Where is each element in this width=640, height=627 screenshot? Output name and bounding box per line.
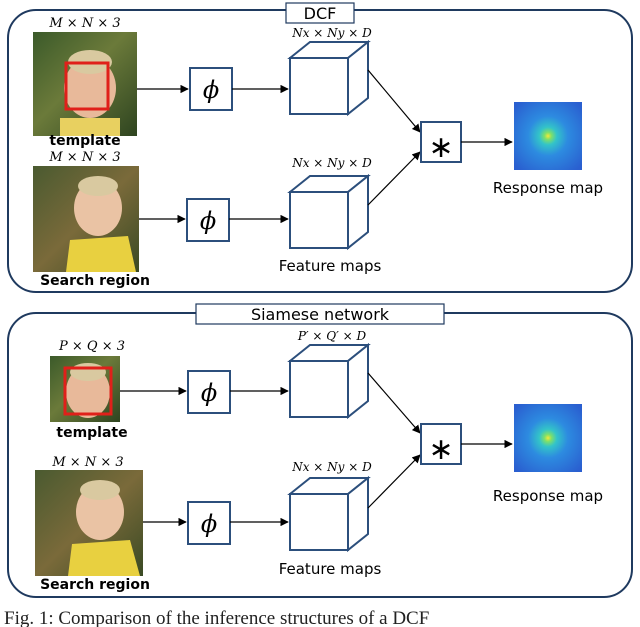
panel-dcf-title: DCF (304, 4, 337, 23)
siamese-arrow-cube-top-conv (367, 372, 421, 434)
siamese-feature-dims-top: P′ × Q′ × D (297, 329, 367, 343)
panel-siamese-title-box (195, 303, 445, 325)
dcf-template-box (64, 61, 110, 111)
siamese-conv-box (420, 423, 462, 465)
dcf-phi-bottom-label: ϕ (200, 207, 216, 235)
siamese-conv-label: ∗ (428, 432, 453, 467)
siamese-arrow-cube-bottom-conv (367, 454, 421, 509)
siamese-feature-dims-bottom: Nx × Ny × D (291, 460, 372, 474)
siamese-search-image (35, 470, 143, 576)
panel-siamese: Siamese network P × Q × 3 template M × N… (7, 303, 633, 598)
siamese-template-dims: P × Q × 3 (58, 339, 125, 354)
dcf-feature-dims-top: Nx × Ny × D (291, 26, 372, 40)
dcf-response-map (514, 102, 582, 170)
panel-dcf: DCF M × N × 3 template M × N × 3 Search … (7, 2, 633, 293)
siamese-phi-top-label: ϕ (201, 379, 217, 407)
dcf-phi-bottom (186, 198, 230, 242)
dcf-arrow-cube-top-conv (367, 69, 421, 133)
dcf-template-image (33, 32, 137, 136)
dcf-feature-label: Feature maps (279, 257, 382, 275)
siamese-response-map (514, 404, 582, 472)
panel-dcf-title-box (285, 2, 355, 24)
dcf-response-label: Response map (493, 179, 603, 197)
siamese-response-label: Response map (493, 487, 603, 505)
siamese-template-label: template (56, 425, 127, 441)
panel-siamese-title: Siamese network (251, 305, 390, 324)
siamese-template-box (63, 366, 113, 416)
siamese-feature-cube-top (287, 342, 371, 420)
dcf-template-label: template (49, 133, 120, 149)
dcf-feature-cube-top (287, 39, 371, 117)
siamese-search-label: Search region (40, 577, 150, 593)
dcf-feature-cube-bottom (287, 173, 371, 251)
siamese-feature-cube-bottom (287, 475, 371, 553)
siamese-phi-top (187, 370, 231, 414)
dcf-template-dims: M × N × 3 (48, 16, 120, 31)
dcf-phi-top-label: ϕ (203, 76, 219, 104)
siamese-search-dims: M × N × 3 (51, 455, 123, 470)
dcf-search-label: Search region (40, 273, 150, 289)
siamese-phi-bottom-label: ϕ (201, 510, 217, 538)
dcf-search-dims: M × N × 3 (48, 150, 120, 165)
dcf-conv-label: ∗ (428, 130, 453, 165)
siamese-feature-label: Feature maps (279, 560, 382, 578)
figure-caption: Fig. 1: Comparison of the inference stru… (4, 608, 429, 627)
siamese-phi-bottom (187, 501, 231, 545)
dcf-arrow-cube-bottom-conv (367, 151, 421, 206)
dcf-feature-dims-bottom: Nx × Ny × D (291, 156, 372, 170)
dcf-search-image (33, 166, 139, 272)
dcf-conv-box (420, 121, 462, 163)
